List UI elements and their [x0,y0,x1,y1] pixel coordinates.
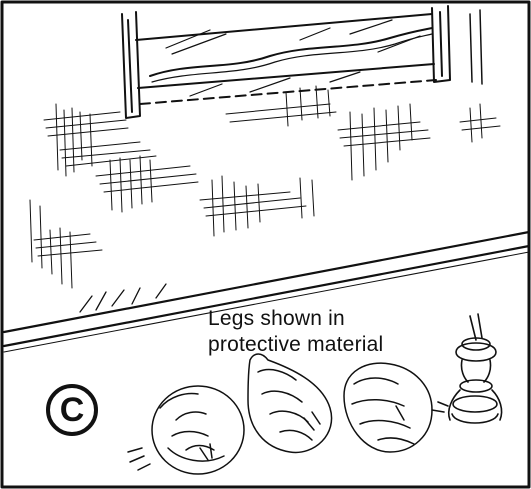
panel-letter-badge: C [46,384,98,436]
caption-line-1: Legs shown in [208,306,458,332]
panel-letter: C [60,393,85,427]
caption: Legs shown in protective material [208,306,458,358]
wrapped-leg-2 [248,354,332,452]
wall-hatching [30,86,500,288]
caption-line-2: protective material [208,332,458,358]
wrapped-leg-1 [128,386,244,474]
wrapped-leg-3 [344,363,432,452]
window-frame [122,6,450,118]
